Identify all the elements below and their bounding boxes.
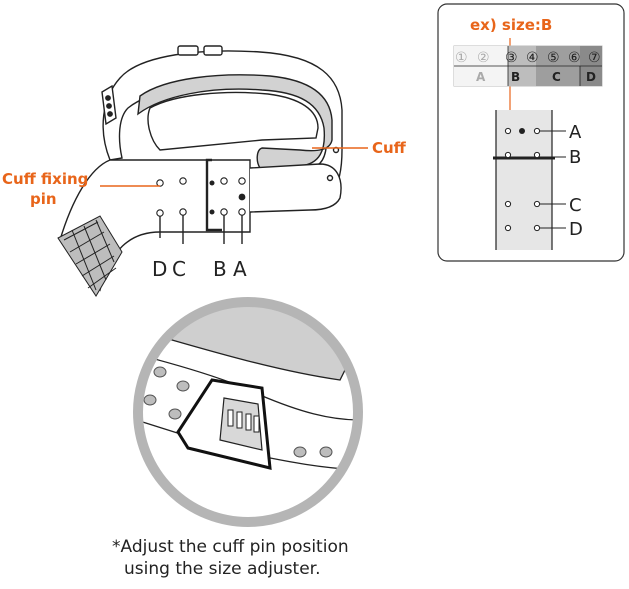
hole-label-b: B xyxy=(569,147,581,168)
scale-size-d: D xyxy=(586,70,596,84)
scale-number-4: ④ xyxy=(526,50,539,66)
scale-size-c: C xyxy=(552,70,561,84)
closeup-magnifier xyxy=(133,297,363,527)
scale-size-b: B xyxy=(511,70,520,84)
scale-number-6: ⑥ xyxy=(568,50,581,66)
hole-label-a: A xyxy=(569,122,582,143)
strap-pin-dot xyxy=(238,193,246,201)
scale-size-a: A xyxy=(476,70,486,84)
strap-detail: A B C D xyxy=(493,110,583,250)
scale-number-5: ⑤ xyxy=(547,50,560,66)
size-letters: D C B A xyxy=(152,257,247,281)
hole-label-c: C xyxy=(569,195,582,216)
size-letter-d: D xyxy=(152,257,167,281)
strap-holes xyxy=(156,177,246,217)
cuff-top-button-1 xyxy=(177,45,199,56)
hole-label-d: D xyxy=(569,219,583,240)
caption-line-2: using the size adjuster. xyxy=(124,559,321,579)
cuff-strap-right xyxy=(249,163,342,213)
size-letter-a: A xyxy=(233,257,247,281)
cuff-fixing-pin-label: Cuff fixing xyxy=(2,170,88,188)
size-scale: ① ② ③ ④ ⑤ ⑥ ⑦ A B C D xyxy=(453,45,603,87)
cuff-label: Cuff xyxy=(372,139,407,157)
cuff-top-button-2 xyxy=(203,45,223,56)
caption: *Adjust the cuff pin position using the … xyxy=(112,536,412,580)
size-letter-c: C xyxy=(172,257,186,281)
cuff-opening xyxy=(147,91,319,151)
example-title: ex) size:B xyxy=(470,16,552,34)
scale-number-3: ③ xyxy=(505,50,518,66)
caption-line-1: *Adjust the cuff pin position xyxy=(112,537,349,557)
cuff-inner-lining xyxy=(137,74,333,169)
scale-number-2: ② xyxy=(477,50,490,66)
scale-number-1: ① xyxy=(455,50,468,66)
scale-number-7: ⑦ xyxy=(588,50,601,66)
cuff-fixing-pin-label-2: pin xyxy=(30,190,57,208)
cuff-illustration xyxy=(57,45,343,297)
size-adjuster-buckle xyxy=(205,158,222,232)
size-letter-b: B xyxy=(213,257,227,281)
